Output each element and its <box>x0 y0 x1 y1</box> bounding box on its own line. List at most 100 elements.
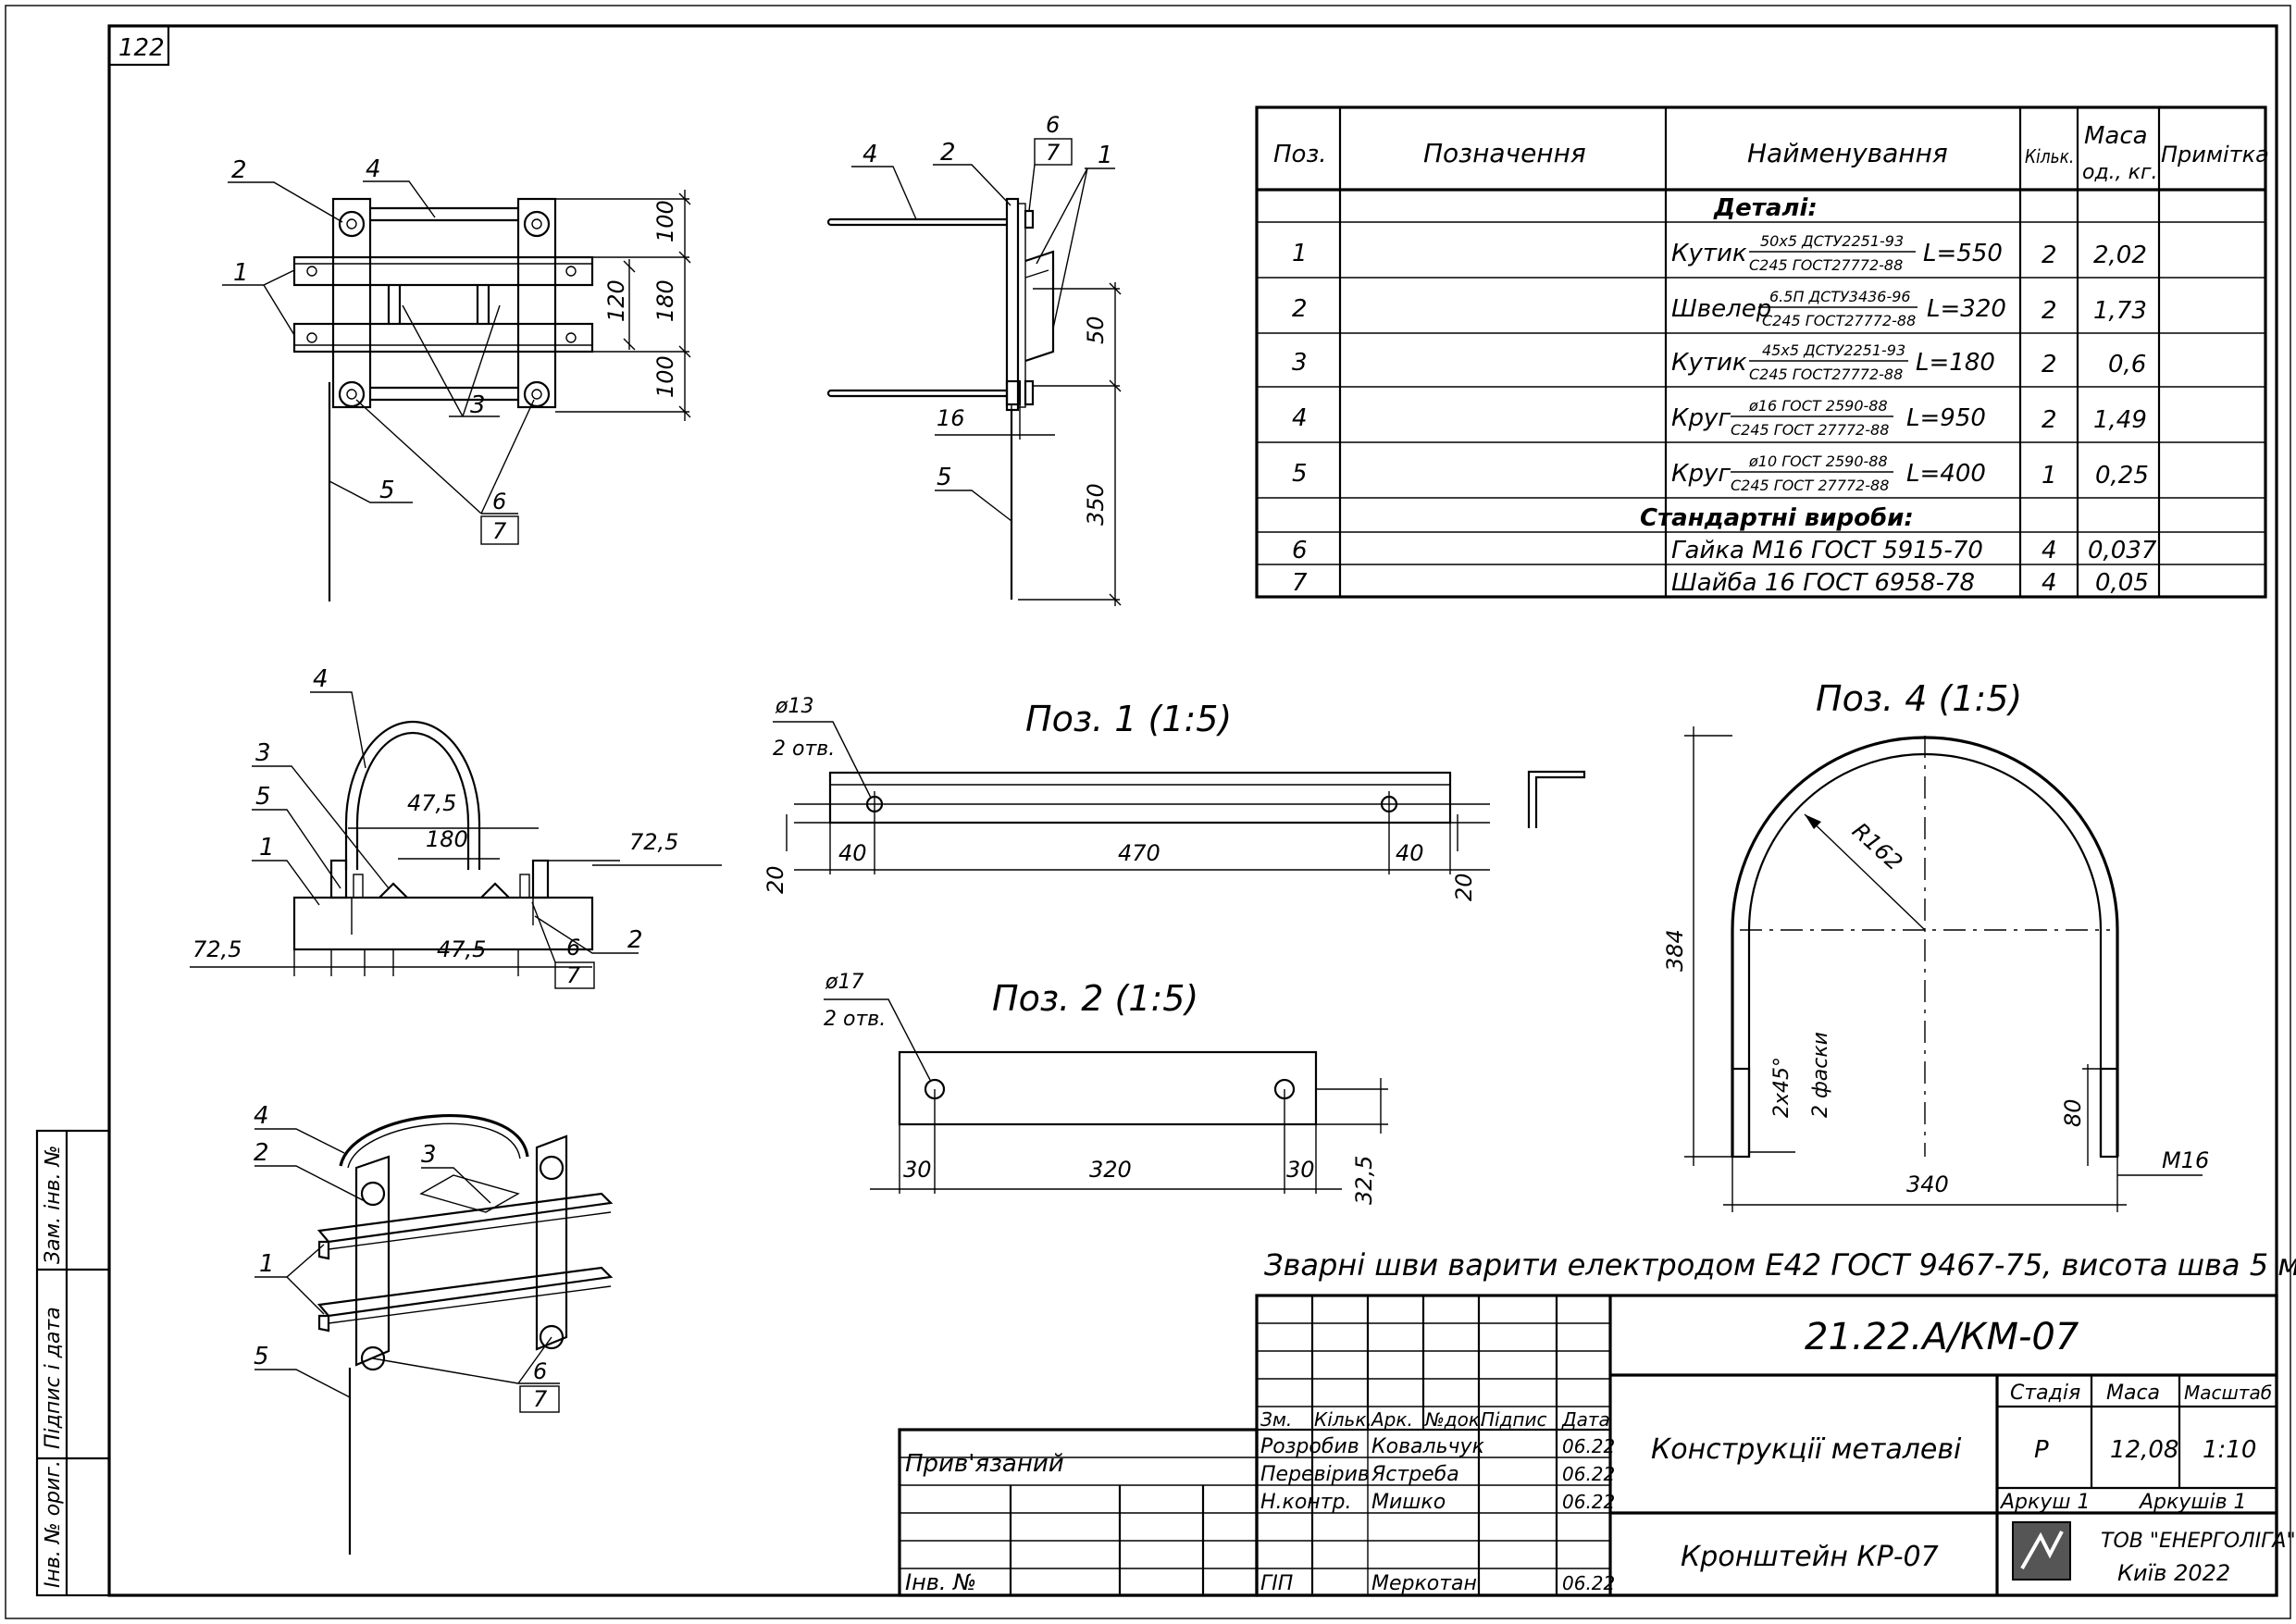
dim-32-5: 32,5 <box>1351 1156 1377 1205</box>
dim-80: 80 <box>2060 1098 2086 1127</box>
pos1-detail: Поз. 1 (1:5) 40 470 40 20 20 ø13 2 отв. <box>763 695 1586 901</box>
side-stamp-inv-orig: Інв. № ориг. <box>42 1460 65 1588</box>
row3-pos: 3 <box>1292 349 1308 377</box>
label-5c: 5 <box>255 783 271 811</box>
label-4b: 4 <box>863 141 878 168</box>
hdr-data: Дата <box>1561 1408 1610 1431</box>
label-3: 3 <box>470 391 486 419</box>
th-mass-2: од., кг. <box>2082 161 2158 184</box>
dim-470: 470 <box>1118 840 1160 866</box>
row5-name: Круг <box>1671 460 1731 488</box>
row4-spec-bottom: С245 ГОСТ 27772-88 <box>1731 421 1889 439</box>
r3-name: Мишко <box>1371 1491 1446 1514</box>
holes-2-pos2: 2 отв. <box>824 1008 886 1031</box>
r3-date: 06.22 <box>1562 1491 1615 1513</box>
thread-m16: M16 <box>2162 1147 2209 1173</box>
label-2c: 2 <box>627 926 643 954</box>
stage-value: Р <box>2034 1436 2049 1464</box>
company-logo <box>2012 1521 2071 1581</box>
dim-16: 16 <box>937 405 965 431</box>
label-4: 4 <box>366 155 381 183</box>
r2-role: Перевірив <box>1260 1463 1370 1486</box>
sheet-number: 122 <box>118 34 165 62</box>
row3-length: L=180 <box>1916 349 1995 377</box>
dim-30-right: 30 <box>1286 1157 1315 1183</box>
hdr-kilk: Кільк. <box>1314 1408 1372 1431</box>
welding-note: Зварні шви варити електродом Е42 ГОСТ 94… <box>1264 1247 2296 1283</box>
row2-spec-bottom: С245 ГОСТ27772-88 <box>1762 312 1916 329</box>
section-standard: Стандартні вироби: <box>1640 504 1914 532</box>
side-view: 50 350 16 4 2 6 7 1 5 <box>826 112 1122 606</box>
title-block: Зм. Кільк. Арк. №док. Підпис Дата Розроб… <box>898 1294 2296 1597</box>
sheet-value: Аркуш 1 <box>1999 1491 2090 1514</box>
label-5d: 5 <box>254 1343 269 1370</box>
label-7c: 7 <box>566 962 581 988</box>
dim-30-left: 30 <box>903 1157 932 1183</box>
row4-mass: 1,49 <box>2093 406 2147 434</box>
r2-name: Ястреба <box>1371 1463 1459 1486</box>
row3-spec-top: 45x5 ДСТУ2251-93 <box>1762 341 1905 359</box>
dim-40-right: 40 <box>1396 840 1424 866</box>
pos1-title: Поз. 1 (1:5) <box>1025 699 1232 739</box>
row3-mass: 0,6 <box>2108 351 2146 378</box>
row4-length: L=950 <box>1906 404 1986 432</box>
row7-name: Шайба 16 ГОСТ 6958-78 <box>1671 569 1975 597</box>
company-name: ТОВ "ЕНЕРГОЛІГА" <box>2101 1530 2296 1553</box>
hdr-pidpys: Підпис <box>1481 1408 1547 1431</box>
row3-name: Кутик <box>1671 349 1747 377</box>
label-6: 6 <box>492 489 506 514</box>
th-name: Найменування <box>1747 138 1948 168</box>
dim-120: 120 <box>603 279 629 322</box>
row4-pos: 4 <box>1292 404 1308 432</box>
pos4-title: Поз. 4 (1:5) <box>1816 678 2022 719</box>
row5-spec-bottom: С245 ГОСТ 27772-88 <box>1731 477 1889 494</box>
holes-2-pos1: 2 отв. <box>773 738 835 761</box>
label-7: 7 <box>492 518 507 544</box>
hole-17: ø17 <box>825 971 863 994</box>
dim-47-5-bottom: 47,5 <box>437 936 486 962</box>
mass-value: 12,08 <box>2110 1436 2178 1464</box>
label-5: 5 <box>379 477 395 504</box>
th-designation: Позначення <box>1423 138 1586 168</box>
row3-qty: 2 <box>2042 351 2057 378</box>
stage-header: Стадія <box>2010 1382 2080 1405</box>
row2-name: Швелер <box>1671 295 1771 323</box>
row2-pos: 2 <box>1292 295 1308 323</box>
label-4c: 4 <box>313 665 329 693</box>
spec-table: Поз. Позначення Найменування Кільк. Маса… <box>1255 105 2269 599</box>
company-city: Київ 2022 <box>2117 1560 2230 1586</box>
dim-384: 384 <box>1662 929 1688 972</box>
bound-label: Прив'язаний <box>905 1450 1064 1478</box>
th-qty: Кільк. <box>2025 147 2074 168</box>
row6-qty: 4 <box>2042 537 2057 564</box>
side-stamp-sign-date: Підпис і дата <box>42 1307 65 1449</box>
dim-40-left: 40 <box>838 840 867 866</box>
row7-qty: 4 <box>2042 569 2057 597</box>
label-7b: 7 <box>1046 140 1061 166</box>
dim-72-5-right: 72,5 <box>629 829 678 855</box>
row3-spec-bottom: С245 ГОСТ27772-88 <box>1749 366 1903 383</box>
r3-role: Н.контр. <box>1260 1491 1351 1514</box>
row5-pos: 5 <box>1292 460 1308 488</box>
title-bracket: Кронштейн КР-07 <box>1681 1541 1939 1573</box>
iso-view: 4 2 3 1 5 6 7 <box>254 1102 614 1555</box>
row1-pos: 1 <box>1292 240 1308 267</box>
label-7d: 7 <box>533 1386 548 1412</box>
row6-pos: 6 <box>1292 537 1308 564</box>
row2-qty: 2 <box>2042 297 2057 325</box>
row5-mass: 0,25 <box>2095 462 2149 490</box>
th-note: Примітка <box>2161 142 2269 167</box>
row2-spec-top: 6.5П ДСТУ3436-96 <box>1769 288 1911 305</box>
label-1c: 1 <box>259 834 275 862</box>
front-view: 100 120 180 100 2 4 1 3 5 6 7 <box>222 155 691 601</box>
row6-name: Гайка М16 ГОСТ 5915-70 <box>1671 537 1983 564</box>
pos2-detail: Поз. 2 (1:5) 30 320 30 32,5 ø17 2 отв. <box>824 971 1388 1205</box>
label-1b: 1 <box>1098 142 1113 169</box>
r4-role: ГІП <box>1260 1572 1293 1595</box>
dim-320: 320 <box>1089 1157 1132 1183</box>
row7-pos: 7 <box>1292 569 1308 597</box>
pos4-detail: Поз. 4 (1:5) R162 384 340 80 2x45° 2 фас… <box>1662 678 2209 1212</box>
dim-50: 50 <box>1083 316 1109 344</box>
row1-length: L=550 <box>1923 240 2003 267</box>
